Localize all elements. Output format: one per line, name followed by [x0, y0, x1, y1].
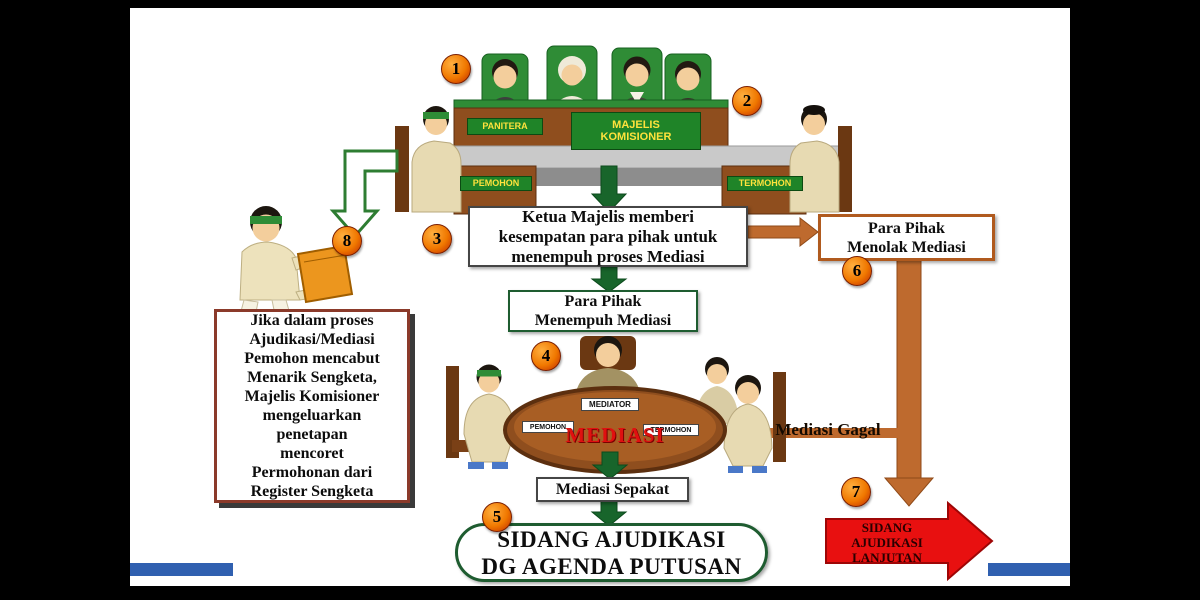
- arrow-down-to-putusan: [590, 499, 628, 527]
- putusan-line: DG AGENDA PUTUSAN: [481, 553, 742, 579]
- mediasi-table-text: MEDIASI: [565, 423, 665, 447]
- lanjutan-line: AJUDIKASI: [851, 534, 923, 550]
- pemohon-plate: PEMOHON: [460, 176, 532, 191]
- arrow-down-to-sepakat: [591, 451, 629, 480]
- mediation-pemohon-nameplate: PEMOHON: [522, 421, 574, 433]
- note-line: Register Sengketa: [250, 483, 374, 500]
- note-line: mencoret: [280, 445, 344, 462]
- menempuh-line: Para Pihak: [564, 293, 642, 310]
- step-badge-6: 6: [842, 256, 872, 286]
- step3-line: menempuh proses Mediasi: [511, 246, 705, 266]
- mediation-scene: [446, 336, 786, 474]
- majelis-komisioner-plate: MAJELIS KOMISIONER: [571, 112, 701, 150]
- note-line: Menarik Sengketa,: [247, 369, 377, 386]
- step-badge-3: 3: [422, 224, 452, 254]
- gagal-connector: [742, 428, 899, 438]
- step-badge-8: 8: [332, 226, 362, 256]
- step-badge-7: 7: [841, 477, 871, 507]
- mediasi-gagal-label: Mediasi Gagal: [775, 420, 881, 439]
- menolak-line: Para Pihak: [868, 219, 945, 237]
- flow-arrows: [329, 149, 994, 582]
- termohon-person: [789, 105, 852, 213]
- arrow-vertical-gagal-head: [883, 477, 935, 507]
- menempuh-mediasi-box: Para Pihak Menempuh Mediasi: [508, 290, 698, 332]
- sidang-putusan-box: SIDANG AJUDIKASI DG AGENDA PUTUSAN: [455, 523, 768, 582]
- case-file-folder: [296, 244, 354, 304]
- sidang-lanjutan-label: SIDANG AJUDIKASI LANJUTAN: [833, 519, 941, 565]
- note-line: Majelis Komisioner: [244, 388, 380, 405]
- lanjutan-line: SIDANG: [861, 519, 913, 535]
- footer-bar-right: [988, 563, 1070, 576]
- step3-box: Ketua Majelis memberi kesempatan para pi…: [468, 206, 748, 267]
- withdrawal-note-box: Jika dalam proses Ajudikasi/Mediasi Pemo…: [214, 309, 410, 503]
- arrow-vertical-gagal: [896, 257, 922, 481]
- lanjutan-line: LANJUTAN: [852, 549, 922, 565]
- arrow-right-to-menolak: [747, 216, 819, 248]
- putusan-line: SIDANG AJUDIKASI: [497, 526, 726, 552]
- arrow-down-to-menempuh: [590, 266, 628, 293]
- mediator-nameplate: MEDIATOR: [581, 398, 639, 411]
- step-badge-5: 5: [482, 502, 512, 532]
- arrow-red-lanjutan: [825, 500, 994, 582]
- note-line: mengeluarkan: [262, 407, 362, 424]
- menolak-mediasi-box: Para Pihak Menolak Mediasi: [818, 214, 995, 261]
- note-line: Jika dalam proses: [250, 312, 374, 329]
- menempuh-line: Menempuh Mediasi: [534, 312, 672, 329]
- step3-line: Ketua Majelis memberi: [522, 206, 694, 226]
- note-line: Permohonan dari: [251, 464, 373, 481]
- note-line: penetapan: [276, 426, 348, 443]
- pemohon-person: [395, 106, 462, 213]
- mediasi-sepakat-box: Mediasi Sepakat: [536, 477, 689, 502]
- note-line: Ajudikasi/Mediasi: [249, 331, 375, 348]
- step-badge-4: 4: [531, 341, 561, 371]
- step-badge-2: 2: [732, 86, 762, 116]
- panitera-plate: PANITERA: [467, 118, 543, 135]
- arrow-elbow-to-withdrawal: [329, 149, 399, 239]
- arrow-down-to-step3: [590, 165, 628, 213]
- step-badge-1: 1: [441, 54, 471, 84]
- mediation-termohon-nameplate: TERMOHON: [643, 424, 699, 436]
- menolak-line: Menolak Mediasi: [847, 238, 966, 256]
- step3-line: kesempatan para pihak untuk: [498, 226, 718, 246]
- termohon-plate: TERMOHON: [727, 176, 803, 191]
- footer-bar-left: [130, 563, 233, 576]
- note-line: Pemohon mencabut: [244, 350, 380, 367]
